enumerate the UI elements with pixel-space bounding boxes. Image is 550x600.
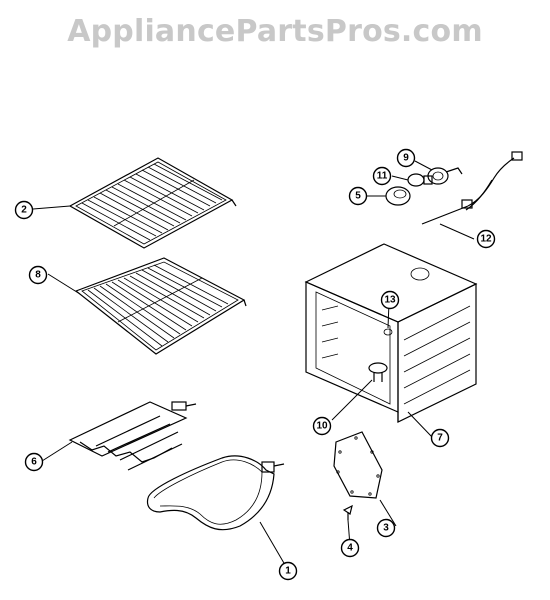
svg-text:13: 13 — [384, 295, 396, 306]
callout-3: 3 — [376, 518, 396, 538]
callout-1: 1 — [278, 561, 298, 581]
svg-text:3: 3 — [383, 523, 389, 534]
svg-text:12: 12 — [480, 234, 492, 245]
callout-9: 9 — [396, 148, 416, 168]
screw[interactable] — [342, 504, 353, 520]
svg-text:10: 10 — [316, 421, 328, 432]
callout-6: 6 — [24, 452, 44, 472]
callout-4: 4 — [340, 538, 360, 558]
callout-11: 11 — [372, 166, 392, 186]
callout-5: 5 — [348, 186, 368, 206]
temperature-sensor[interactable] — [421, 151, 523, 225]
svg-text:7: 7 — [437, 433, 443, 444]
burner-cover[interactable] — [333, 431, 383, 499]
svg-text:6: 6 — [31, 457, 37, 468]
callout-7: 7 — [430, 428, 450, 448]
callout-8: 8 — [28, 265, 48, 285]
svg-text:9: 9 — [403, 153, 409, 164]
svg-text:2: 2 — [21, 205, 27, 216]
svg-text:8: 8 — [35, 270, 41, 281]
callout-13: 13 — [380, 290, 400, 310]
oven-rack-upper[interactable] — [68, 157, 237, 249]
site-watermark: AppliancePartsPros.com — [67, 14, 483, 49]
callout-2: 2 — [14, 200, 34, 220]
svg-text:5: 5 — [355, 191, 361, 202]
callout-10: 10 — [312, 416, 332, 436]
oven-rack-lower[interactable] — [74, 257, 247, 355]
bake-element[interactable] — [146, 455, 285, 531]
svg-text:1: 1 — [285, 566, 291, 577]
broil-element[interactable] — [68, 401, 197, 471]
oven-cavity[interactable] — [304, 243, 478, 423]
light-socket[interactable] — [427, 167, 463, 185]
svg-text:4: 4 — [347, 543, 353, 554]
light-lens[interactable] — [385, 186, 411, 206]
svg-text:11: 11 — [377, 171, 388, 182]
callout-12: 12 — [476, 229, 496, 249]
